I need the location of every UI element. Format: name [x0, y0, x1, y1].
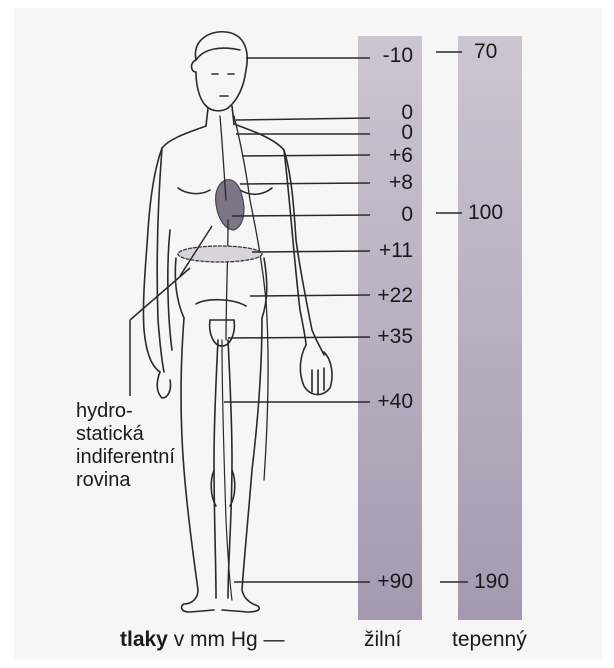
venous-value: +40	[353, 391, 413, 413]
footer-bold-word: tlaky	[120, 628, 168, 651]
hydrostatic-label-line: statická	[76, 423, 144, 446]
venous-value: +11	[353, 240, 413, 262]
arterial-value: 190	[474, 571, 509, 593]
hydrostatic-label-line: indiferentní	[76, 446, 175, 469]
arterial-column-caption: tepenný	[452, 628, 527, 652]
venous-value: +22	[353, 285, 413, 307]
venous-column-caption: žilní	[364, 628, 401, 652]
venous-value: -10	[353, 45, 413, 67]
arterial-pressure-bar	[458, 36, 522, 620]
arterial-value: 70	[474, 41, 497, 63]
venous-value: +90	[353, 571, 413, 593]
footer-caption: tlaky v mm Hg —	[120, 628, 285, 652]
hydrostatic-label-line: hydro-	[76, 400, 133, 423]
venous-value: +8	[353, 172, 413, 194]
venous-value: +6	[353, 145, 413, 167]
footer-units: v mm Hg —	[168, 628, 285, 651]
venous-value: 0	[353, 204, 413, 226]
venous-value: +35	[353, 326, 413, 348]
hydrostatic-label-line: rovina	[76, 469, 130, 492]
arterial-value: 100	[468, 202, 503, 224]
venous-value: 0	[353, 122, 413, 144]
